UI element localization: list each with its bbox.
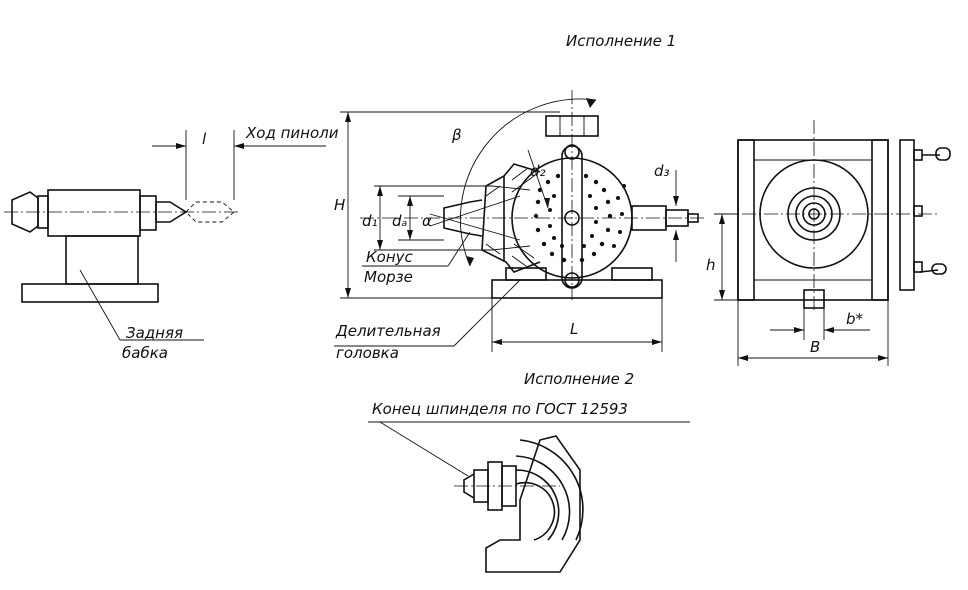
execution-2-label: Исполнение 2: [524, 370, 634, 388]
dividing-head-front-view: [334, 90, 706, 352]
dimension-h: h: [706, 256, 716, 274]
execution-1-label: Исполнение 1: [566, 32, 676, 50]
dimension-d1: d₁: [362, 212, 378, 230]
dimension-l: l: [202, 130, 207, 148]
dividing-head-side-view: [714, 120, 951, 366]
dividing-head-label-line1: Делительная: [335, 322, 441, 340]
dimension-B: B: [810, 338, 820, 356]
execution-2-view: [368, 421, 690, 573]
tailstock-view: [4, 130, 326, 341]
dimension-d3: d₃: [654, 162, 670, 180]
dimension-alpha: α: [422, 212, 432, 230]
dimension-da: dₐ: [392, 212, 408, 230]
dimension-beta: β: [451, 126, 462, 144]
dimension-d2: d₂: [530, 162, 546, 180]
dimension-H: H: [334, 196, 345, 214]
cone-label-line2: Морзе: [364, 268, 413, 286]
quill-travel-label: Ход пиноли: [245, 124, 339, 142]
dividing-head-label-line2: головка: [336, 344, 399, 362]
tailstock-label-line1: Задняя: [126, 324, 183, 342]
tailstock-label-line2: бабка: [122, 344, 168, 362]
spindle-end-label: Конец шпинделя по ГОСТ 12593: [372, 400, 628, 418]
dimension-b-star: b*: [846, 310, 864, 328]
cone-label-line1: Конус: [366, 248, 414, 266]
dimension-L: L: [570, 320, 578, 338]
